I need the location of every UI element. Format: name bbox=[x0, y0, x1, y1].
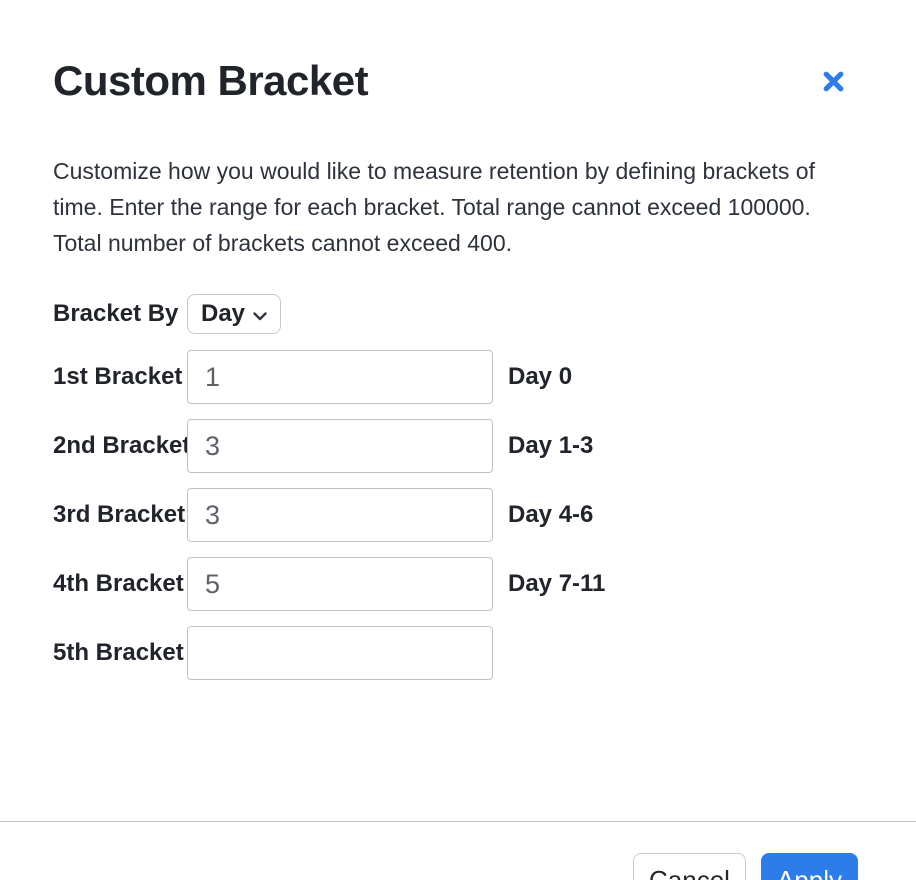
custom-bracket-modal: Custom Bracket Customize how you would l… bbox=[0, 57, 916, 880]
close-button[interactable] bbox=[817, 65, 850, 98]
chevron-down-icon bbox=[253, 300, 267, 328]
footer-divider bbox=[0, 821, 916, 822]
bracket-row-label: 5th Bracket bbox=[53, 639, 184, 666]
bracket-row-input[interactable] bbox=[187, 419, 493, 473]
bracket-row-2: 2nd Bracket Day 1-3 bbox=[53, 419, 916, 473]
modal-title: Custom Bracket bbox=[53, 57, 369, 104]
bracket-row-range-label: Day 4-6 bbox=[508, 501, 594, 528]
bracket-row-5: 5th Bracket bbox=[53, 626, 916, 680]
bracket-row-label: 3rd Bracket bbox=[53, 501, 186, 528]
bracket-row-3: 3rd Bracket Day 4-6 bbox=[53, 488, 916, 542]
bracket-row-input[interactable] bbox=[187, 557, 493, 611]
bracket-by-dropdown[interactable]: Day bbox=[187, 294, 282, 334]
bracket-row-label: 2nd Bracket bbox=[53, 432, 191, 459]
bracket-row-range-label: Day 7-11 bbox=[508, 570, 606, 597]
apply-button[interactable]: Apply bbox=[760, 853, 858, 880]
bracket-by-row: Bracket By Day bbox=[53, 294, 916, 334]
bracket-row-input[interactable] bbox=[187, 488, 493, 542]
bracket-row-label: 1st Bracket bbox=[53, 363, 183, 390]
modal-description: Customize how you would like to measure … bbox=[53, 158, 815, 256]
close-icon bbox=[821, 71, 846, 97]
bracket-by-selected-value: Day bbox=[201, 300, 246, 327]
modal-header: Custom Bracket bbox=[53, 57, 850, 105]
cancel-button[interactable]: Cancel bbox=[633, 853, 746, 880]
bracket-row-1: 1st Bracket Day 0 bbox=[53, 350, 916, 404]
bracket-row-label: 4th Bracket bbox=[53, 570, 184, 597]
modal-footer: Cancel Apply bbox=[633, 853, 858, 880]
bracket-by-label: Bracket By bbox=[53, 300, 179, 327]
bracket-row-range-label: Day 1-3 bbox=[508, 432, 594, 459]
bracket-row-range-label: Day 0 bbox=[508, 363, 573, 390]
bracket-row-4: 4th Bracket Day 7-11 bbox=[53, 557, 916, 611]
bracket-row-input[interactable] bbox=[187, 350, 493, 404]
bracket-row-input[interactable] bbox=[187, 626, 493, 680]
